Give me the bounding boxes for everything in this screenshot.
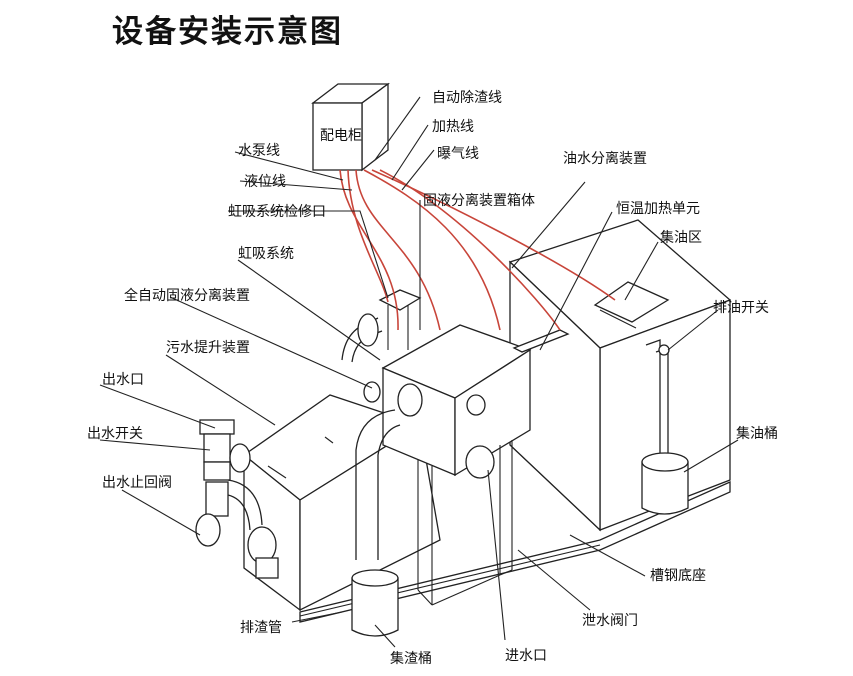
- label-drain-valve: 泄水阀门: [582, 613, 638, 629]
- label-auto-slag-line: 自动除渣线: [432, 90, 502, 106]
- label-pump-line: 水泵线: [238, 143, 280, 159]
- leader-lines: [99, 96, 739, 648]
- siphon-system: [341, 289, 423, 417]
- label-slag-pipe: 排渣管: [240, 620, 282, 636]
- label-aeration-line: 曝气线: [437, 146, 479, 162]
- cabinet-label: 配电柜: [320, 128, 362, 144]
- label-oil-switch: 排油开关: [713, 300, 769, 316]
- label-level-line: 液位线: [244, 174, 286, 190]
- slag-bucket: [351, 569, 399, 637]
- equipment-drawing: 配电柜: [195, 82, 732, 637]
- oil-bucket: [641, 452, 689, 515]
- label-outlet: 出水口: [102, 372, 144, 388]
- label-heating-line: 加热线: [432, 119, 474, 135]
- callout-labels: 自动除渣线 加热线 曝气线 水泵线 液位线 虹吸系统检修口 虹吸系统 固液分离装…: [87, 90, 778, 667]
- oil-collection-lid: [593, 281, 670, 329]
- label-lift-device: 污水提升装置: [166, 340, 250, 356]
- label-sl-box: 固液分离装置箱体: [423, 192, 535, 209]
- label-slag-bucket: 集渣桶: [390, 650, 432, 667]
- slag-discharge-pipe: [355, 409, 401, 560]
- label-ow-separator: 油水分离装置: [563, 150, 647, 167]
- page-title: 设备安装示意图: [112, 14, 343, 50]
- label-siphon-system: 虹吸系统: [238, 246, 294, 262]
- channel-steel-base: [299, 480, 731, 623]
- label-auto-sl-device: 全自动固液分离装置: [124, 287, 250, 304]
- oil-water-separator-tank: [508, 219, 732, 532]
- label-inlet: 进水口: [505, 648, 547, 664]
- label-oil-bucket: 集油桶: [736, 425, 778, 442]
- outlet-assembly: [195, 419, 279, 579]
- label-check-valve: 出水止回阀: [102, 475, 172, 491]
- label-outlet-switch: 出水开关: [87, 426, 143, 442]
- cabinet-cables: [339, 169, 616, 331]
- label-heater-unit: 恒温加热单元: [616, 201, 700, 217]
- label-oil-zone: 集油区: [660, 229, 702, 246]
- distribution-cabinet: 配电柜: [311, 82, 390, 172]
- oil-drain-pipe: [645, 339, 670, 455]
- label-channel-base: 槽钢底座: [650, 568, 706, 584]
- label-siphon-port: 虹吸系统检修口: [228, 204, 326, 220]
